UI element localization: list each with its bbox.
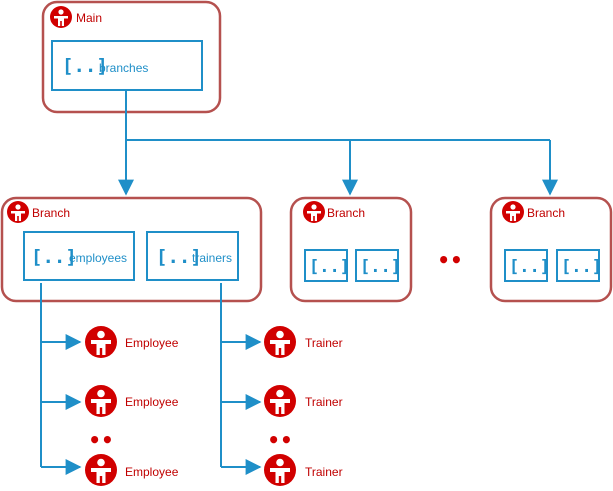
trainer-person-icon: [264, 454, 296, 486]
branch-node-detailed: Branch [..] employees [..] trainers: [0, 196, 263, 303]
branch-connectors: [118, 90, 558, 196]
array-icon: [..]: [509, 257, 550, 277]
trainer-label: Trainer: [305, 465, 343, 479]
employees-label: employees: [69, 251, 127, 265]
branch-node-2: Branch [..] [..]: [289, 196, 413, 303]
branch-node-3: Branch [..] [..]: [489, 196, 613, 303]
trainer-person-icon: [264, 326, 296, 358]
array-icon: [..]: [156, 246, 202, 268]
trainer-label: Trainer: [305, 336, 343, 350]
branches-ellipsis: ••: [437, 248, 463, 272]
main-title: Main: [76, 11, 102, 25]
employee-label: Employee: [125, 395, 179, 409]
branch-title: Branch: [527, 206, 565, 220]
trainer-leaf: Trainer: [264, 385, 343, 417]
main-person-icon: [50, 6, 72, 28]
array-icon: [..]: [62, 55, 108, 77]
array-box: [304, 249, 348, 282]
trainer-connectors: [220, 283, 262, 475]
branches-label: branches: [99, 61, 148, 75]
employee-leaf: Employee: [85, 326, 179, 358]
array-icon: [..]: [31, 246, 77, 268]
employee-leaf: Employee: [85, 385, 179, 417]
employee-leaf: Employee: [85, 454, 179, 486]
trainer-leaf: Trainer: [264, 454, 343, 486]
employee-person-icon: [85, 385, 117, 417]
employee-connectors: [40, 283, 82, 475]
employee-label: Employee: [125, 465, 179, 479]
branch-title: Branch: [32, 206, 70, 220]
trainer-label: Trainer: [305, 395, 343, 409]
array-box: [556, 249, 600, 282]
array-icon: [..]: [309, 257, 350, 277]
employees-ellipsis: ••: [88, 428, 114, 452]
trainers-ellipsis: ••: [267, 428, 293, 452]
trainers-array: [..] trainers: [146, 231, 239, 281]
trainer-leaf: Trainer: [264, 326, 343, 358]
array-icon: [..]: [561, 257, 602, 277]
branch-person-icon: [502, 201, 524, 223]
employees-array: [..] employees: [23, 231, 135, 281]
employee-person-icon: [85, 454, 117, 486]
branches-array: [..] branches: [51, 40, 203, 91]
employee-label: Employee: [125, 336, 179, 350]
trainers-label: trainers: [192, 251, 232, 265]
branch-title: Branch: [327, 206, 365, 220]
array-box: [355, 249, 399, 282]
array-box: [504, 249, 548, 282]
trainer-person-icon: [264, 385, 296, 417]
main-node: Main [..] branches: [41, 0, 222, 114]
branch-person-icon: [303, 201, 325, 223]
array-icon: [..]: [360, 257, 401, 277]
employee-person-icon: [85, 326, 117, 358]
branch-person-icon: [7, 201, 29, 223]
